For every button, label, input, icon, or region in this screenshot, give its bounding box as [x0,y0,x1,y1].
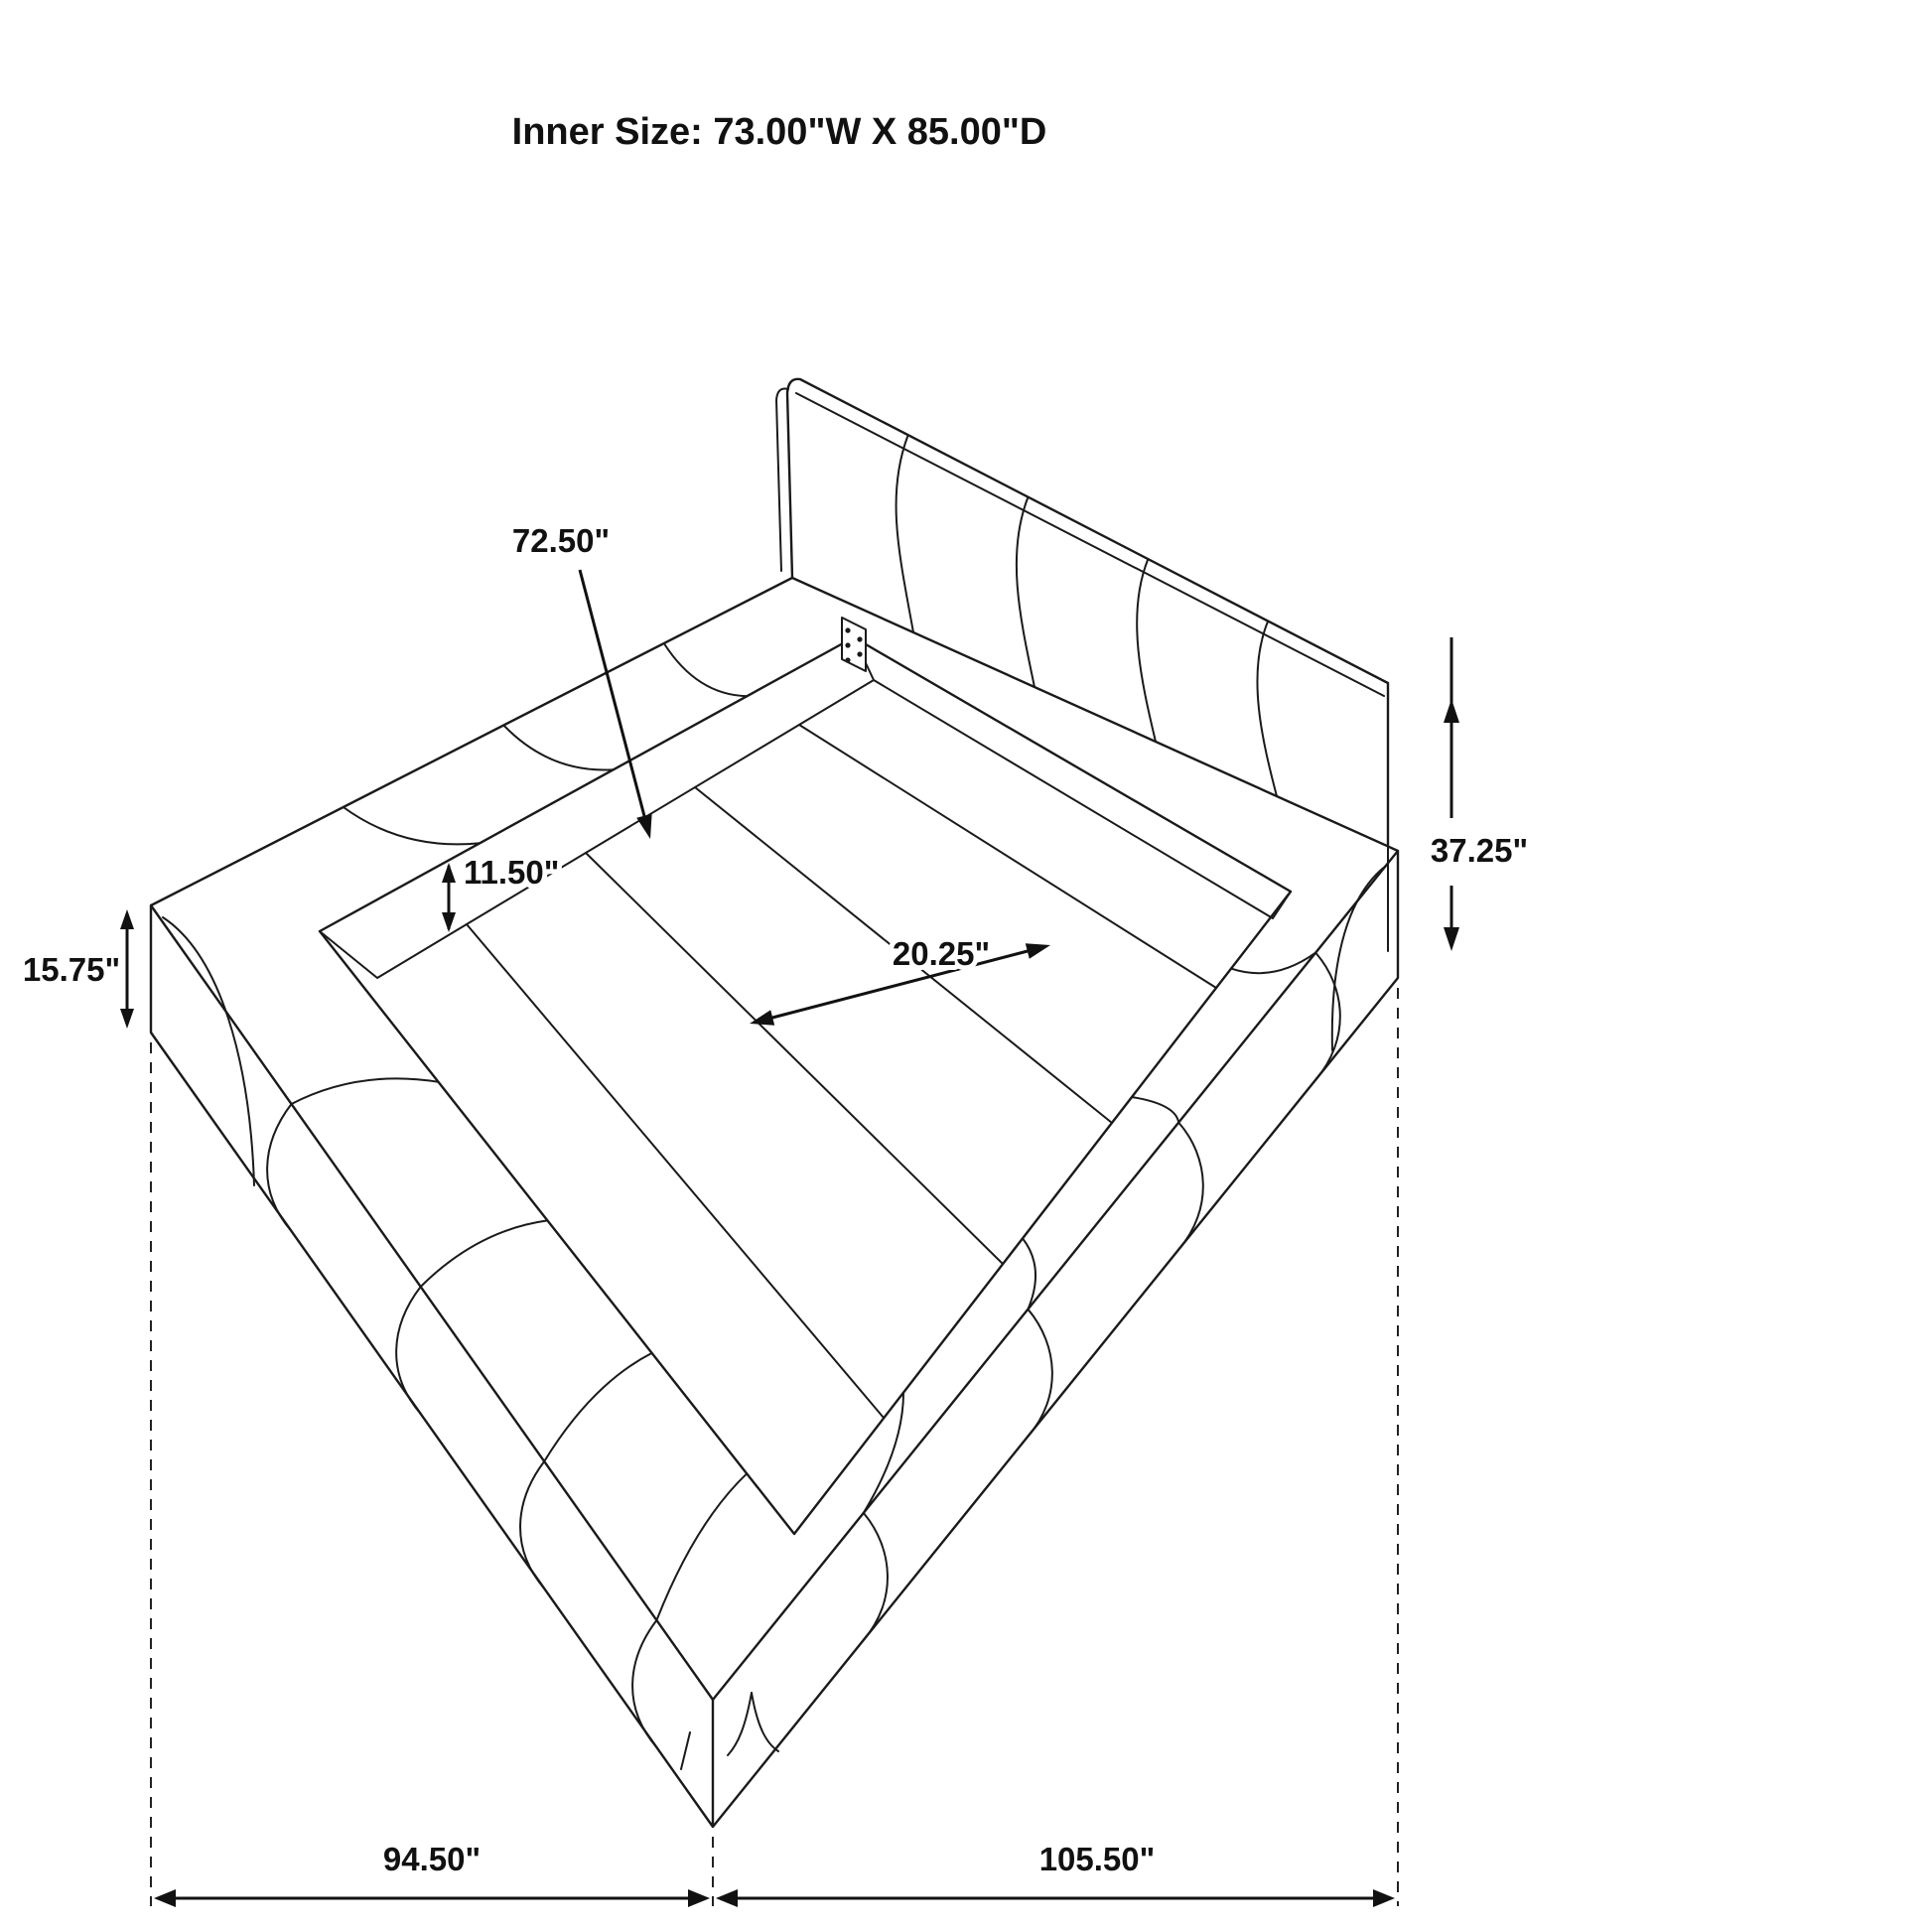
dim-headboard-height-label: 37.25" [1431,832,1528,869]
dim-slat-spacing: 20.25" [750,930,1050,1026]
corner-bracket [841,617,867,672]
dim-footprint-width-label: 94.50" [383,1841,481,1877]
dim-footprint-depth: 105.50" [716,1836,1395,1907]
dim-base-height-label: 15.75" [23,951,120,988]
slats [466,724,1217,1419]
dim-rail-inner-height-label: 11.50" [464,854,559,891]
corner-pleat-marks [680,1692,779,1770]
dim-slat-length: 72.50" [507,517,652,839]
page-title: Inner Size: 73.00"W X 85.00"D [512,111,1047,153]
dim-footprint-width: 94.50" [154,1836,710,1907]
side-face-tufting [862,865,1387,1641]
foot-face-tufting [162,916,658,1748]
dim-headboard-height: 37.25" [1426,637,1533,951]
dim-slat-length-label: 72.50" [512,522,610,559]
dim-rail-inner-height: 11.50" [442,849,564,932]
dim-slat-spacing-label: 20.25" [893,935,990,972]
extension-lines [150,988,1399,1906]
dim-base-height: 15.75" [18,909,134,1029]
dim-footprint-depth-label: 105.50" [1039,1841,1156,1877]
bed-base [149,576,1400,1829]
